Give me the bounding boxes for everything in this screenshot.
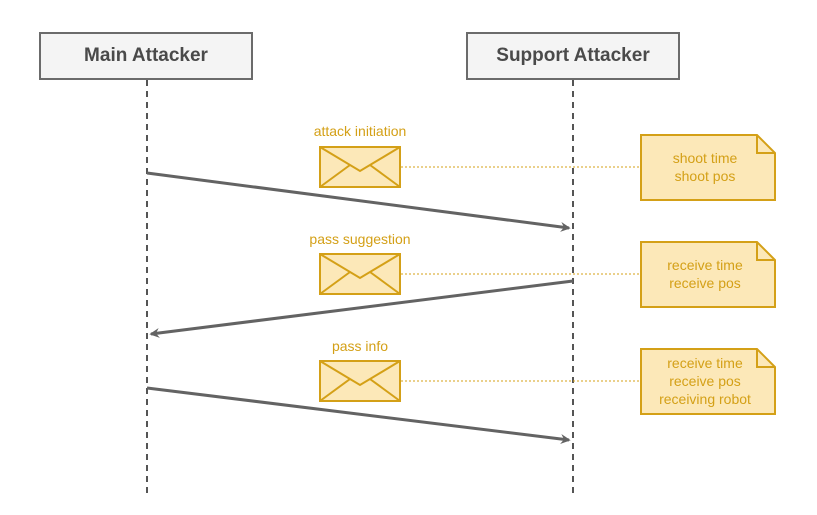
note-text: receive time receive pos	[641, 256, 769, 292]
message-label: attack initiation	[313, 123, 407, 139]
note-line: shoot time	[672, 150, 738, 166]
actor-support-label: Support Attacker	[496, 45, 650, 66]
note-line: receive time	[667, 257, 743, 273]
envelope-icon	[319, 146, 401, 188]
actor-main-label: Main Attacker	[84, 45, 208, 66]
note-text: receive time receive pos receiving robot	[641, 354, 769, 408]
message-arrow	[146, 386, 571, 444]
note-line: shoot pos	[674, 168, 736, 184]
envelope-icon	[319, 253, 401, 295]
note-icon	[640, 348, 776, 415]
message-arrow	[146, 171, 571, 232]
note-icon	[640, 134, 776, 201]
message-arrow	[149, 279, 574, 338]
note-line: receiving robot	[659, 391, 751, 407]
note-line: receive pos	[669, 275, 741, 291]
message-label: pass suggestion	[309, 231, 411, 247]
envelope-icon	[319, 360, 401, 402]
actor-support-attacker: Support Attacker	[466, 32, 680, 80]
note-text: shoot time shoot pos	[641, 149, 769, 185]
note-line: receive pos	[669, 373, 741, 389]
note-icon	[640, 241, 776, 308]
actor-main-attacker: Main Attacker	[39, 32, 253, 80]
note-line: receive time	[667, 355, 743, 371]
message-label: pass info	[331, 338, 389, 354]
